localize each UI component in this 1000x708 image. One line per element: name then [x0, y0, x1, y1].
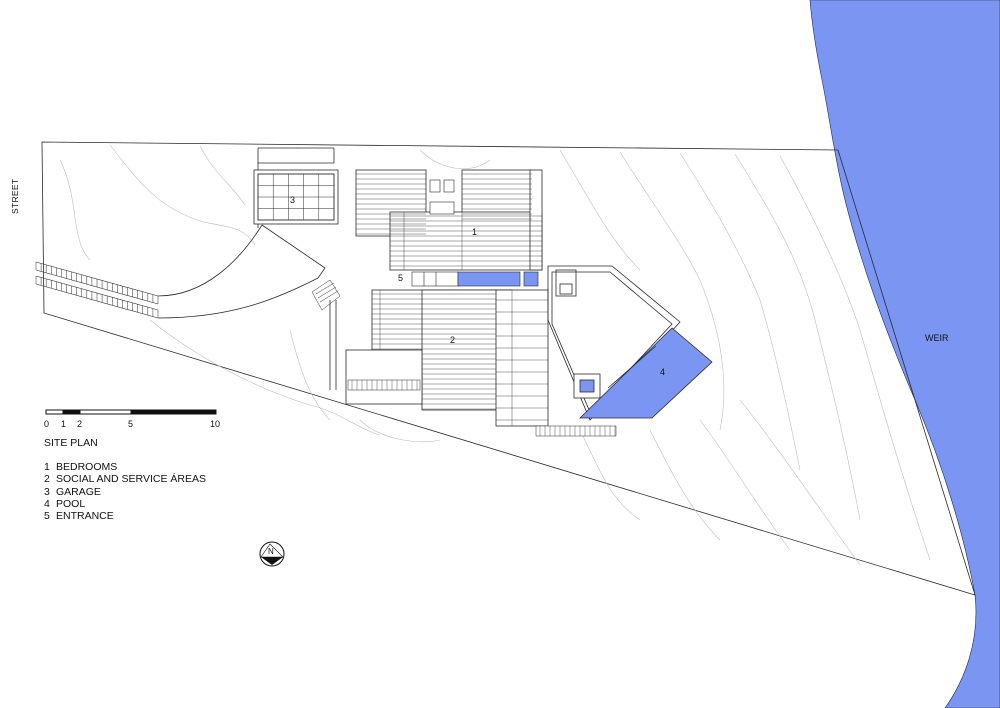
legend-item: 2 SOCIAL AND SERVICE ÁREAS [44, 473, 206, 485]
scale-tick: 0 [44, 419, 50, 429]
scale-tick: 10 [210, 419, 221, 429]
legend-label: ENTRANCE [56, 510, 114, 523]
entrance-corridor [411, 271, 539, 287]
social-number: 2 [450, 335, 456, 345]
legend-num: 1 [44, 461, 50, 474]
scale-tick: 2 [77, 419, 83, 429]
pool [573, 327, 713, 419]
contour-lines [59, 144, 931, 566]
street-steps [35, 261, 159, 319]
north-arrow-icon [259, 541, 285, 567]
pool-number: 4 [660, 367, 666, 377]
scale-tick: 1 [61, 419, 67, 429]
legend-label: SOCIAL AND SERVICE ÁREAS [56, 473, 206, 486]
bedrooms-number: 1 [472, 227, 478, 237]
scale-tick: 5 [128, 419, 134, 429]
legend-label: POOL [56, 497, 86, 510]
legend-num: 5 [44, 510, 50, 523]
legend-num: 2 [44, 473, 50, 486]
legend-num: 3 [44, 485, 50, 498]
legend-label: BEDROOMS [56, 461, 118, 474]
driveway [157, 147, 337, 390]
scale-bar [45, 409, 217, 415]
weir-water [809, 0, 1000, 708]
garage-number: 3 [290, 195, 296, 205]
legend-item: 4 POOL [44, 498, 206, 510]
legend-title: SITE PLAN [44, 437, 98, 449]
legend-label: GARAGE [56, 485, 101, 498]
ramp-steps [311, 279, 341, 311]
social-block [345, 289, 549, 427]
social-steps [347, 379, 617, 437]
legend-item: 5 ENTRANCE [44, 510, 206, 522]
courtyard-furniture [429, 179, 455, 215]
site-boundary [41, 141, 976, 596]
weir-label: WEIR [925, 333, 949, 343]
legend-item: 3 GARAGE [44, 486, 206, 498]
legend-item: 1 BEDROOMS [44, 461, 206, 473]
entrance-number: 5 [398, 273, 404, 283]
street-label: STREET [10, 178, 20, 214]
legend: SITE PLAN 1 BEDROOMS 2 SOCIAL AND SERVICE … [44, 437, 206, 522]
legend-num: 4 [44, 497, 50, 510]
north-label: N [268, 547, 274, 556]
